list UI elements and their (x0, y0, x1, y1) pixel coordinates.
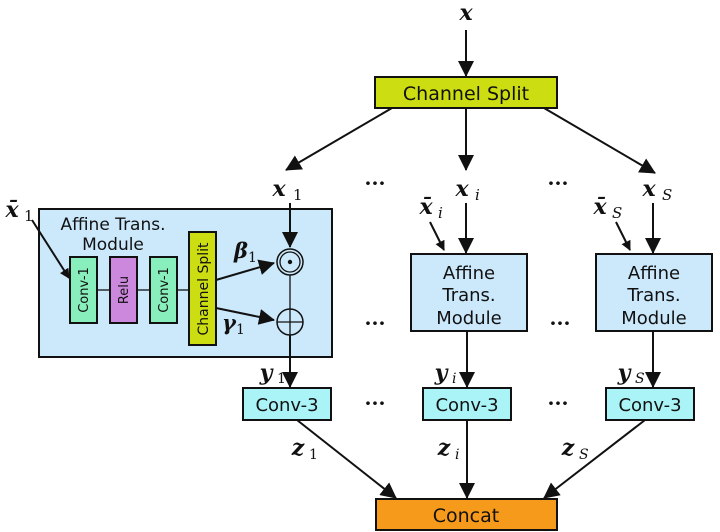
zi-label: z i (437, 435, 460, 463)
svg-text:Conv-3: Conv-3 (435, 395, 498, 416)
svg-text:S: S (635, 371, 645, 387)
svg-text:Channel Split: Channel Split (196, 242, 212, 335)
svg-text:S: S (579, 447, 589, 463)
xs-label: x S (641, 176, 672, 204)
beta1-label: β 1 (233, 238, 257, 266)
svg-text:Concat: Concat (433, 505, 499, 527)
gamma-arrow (215, 307, 275, 325)
conv3-box-s: Conv-3 (605, 387, 695, 421)
svg-text:1: 1 (24, 207, 34, 225)
xbar1-label: x̄ 1 (4, 197, 33, 225)
x1-label: x 1 (271, 176, 302, 204)
xbari-label: x̄ i (418, 194, 443, 222)
svg-text:Conv-3: Conv-3 (255, 395, 318, 416)
z1-label: z 1 (291, 435, 318, 463)
ellipsis-top-1: ··· (365, 171, 386, 195)
top-channel-split-box: Channel Split (374, 76, 558, 109)
svg-text:x: x (454, 176, 469, 202)
svg-text:y: y (434, 360, 450, 386)
svg-text:1: 1 (236, 322, 245, 338)
svg-text:Module: Module (436, 308, 501, 329)
split-arrow-1 (285, 107, 393, 171)
beta-arrow (215, 259, 275, 281)
svg-text:y: y (617, 360, 633, 386)
yi-label: y i (434, 360, 457, 387)
svg-text:i: i (438, 204, 443, 222)
module-title-line1: Affine Trans. (60, 215, 165, 235)
xi-label: x i (454, 176, 480, 204)
split-arrow-s (543, 107, 656, 174)
affine-module-s: Affine Trans. Module (595, 253, 713, 332)
svg-text:Channel Split: Channel Split (403, 83, 529, 105)
svg-text:1: 1 (248, 250, 257, 266)
svg-text:i: i (455, 447, 459, 463)
svg-text:x: x (641, 176, 656, 202)
svg-text:Trans.: Trans. (626, 285, 680, 306)
module-title-line2: Module (82, 235, 144, 255)
svg-text:Conv-3: Conv-3 (618, 395, 681, 416)
svg-text:Module: Module (621, 308, 686, 329)
ellipsis-mid-2: ··· (550, 311, 571, 335)
svg-text:x: x (271, 176, 286, 202)
y1-label: y 1 (259, 360, 286, 387)
ys-label: y S (617, 360, 645, 387)
elementwise-add-icon (276, 308, 304, 336)
svg-text:S: S (662, 186, 672, 204)
svg-text:1: 1 (293, 186, 303, 204)
layer-relu: Relu (109, 256, 138, 324)
ellipsis-bottom-1: ··· (365, 391, 386, 415)
ellipsis-bottom-2: ··· (548, 391, 569, 415)
svg-text:z: z (561, 435, 575, 461)
svg-text:β: β (233, 238, 248, 263)
xbars-arrow (615, 221, 631, 251)
svg-text:γ: γ (222, 310, 237, 335)
svg-text:i: i (452, 371, 456, 387)
layer-conv1-b: Conv-1 (149, 256, 178, 324)
svg-text:Relu: Relu (117, 276, 132, 304)
concat-box: Concat (375, 498, 558, 531)
svg-text:S: S (612, 204, 622, 222)
svg-text:x̄: x̄ (418, 194, 433, 220)
conv3-box-i: Conv-3 (422, 387, 512, 421)
zs-label: z S (561, 435, 589, 463)
svg-text:i: i (475, 186, 480, 204)
xbar1-arrow (31, 219, 70, 279)
svg-text:x̄: x̄ (4, 197, 19, 223)
svg-text:Conv-1: Conv-1 (77, 267, 92, 313)
svg-text:1: 1 (309, 447, 318, 463)
svg-text:x̄: x̄ (592, 194, 607, 220)
ellipsis-top-2: ··· (548, 171, 569, 195)
svg-text:z: z (437, 435, 451, 461)
zs-arrow (543, 419, 646, 499)
layer-conv1-a: Conv-1 (69, 256, 98, 324)
svg-text:Trans.: Trans. (441, 285, 495, 306)
svg-text:Affine: Affine (443, 263, 495, 284)
svg-text:z: z (291, 435, 305, 461)
svg-text:Affine: Affine (628, 263, 680, 284)
conv3-box-1: Conv-3 (242, 387, 332, 421)
svg-text:y: y (259, 360, 275, 386)
layer-channel-split: Channel Split (188, 231, 217, 346)
xbars-label: x̄ S (592, 194, 622, 222)
xbari-arrow (429, 221, 445, 251)
svg-text:Conv-1: Conv-1 (157, 267, 172, 313)
input-label: x (458, 0, 473, 26)
z1-arrow (296, 419, 397, 499)
affine-module-i: Affine Trans. Module (410, 253, 528, 332)
svg-text:x: x (458, 0, 473, 26)
gamma1-label: γ 1 (222, 310, 245, 338)
svg-text:1: 1 (277, 371, 286, 387)
ellipsis-mid-1: ··· (365, 311, 386, 335)
